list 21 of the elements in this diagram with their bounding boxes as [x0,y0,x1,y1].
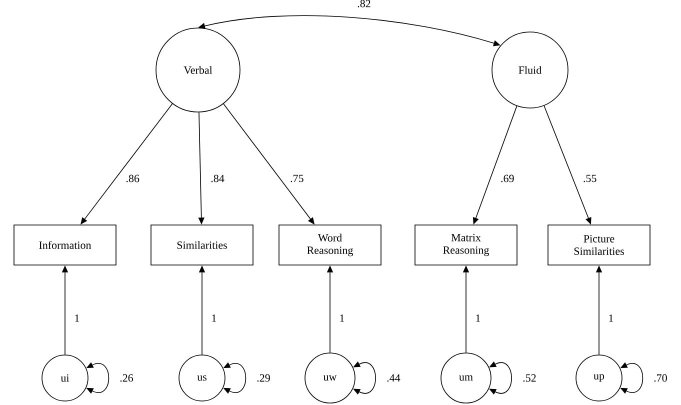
edge-label: .69 [500,174,516,184]
edge-label: .26 [118,373,134,383]
indicator-box: Picture Similarities [548,224,650,266]
edge-label: 1 [474,314,482,323]
edge-label: .86 [124,174,140,184]
edge-label: 1 [210,314,218,323]
edge-label: .29 [256,373,272,383]
edge-label: .44 [386,373,402,383]
edge-label: .75 [289,174,305,184]
indicator-box: Information [14,224,116,266]
indicator-box: Similarities [150,224,254,266]
edge-label: .52 [522,373,538,383]
edge-label: .70 [652,373,668,383]
edge-label: .55 [582,174,598,184]
edge-label: .84 [210,174,226,184]
edge-label: 1 [607,314,615,323]
indicator-box: Word Reasoning [278,224,382,266]
edge-label: .82 [356,0,372,8]
edge-label: 1 [338,314,346,323]
indicator-box: Matrix Reasoning [414,224,518,266]
edge-label: 1 [73,314,81,323]
